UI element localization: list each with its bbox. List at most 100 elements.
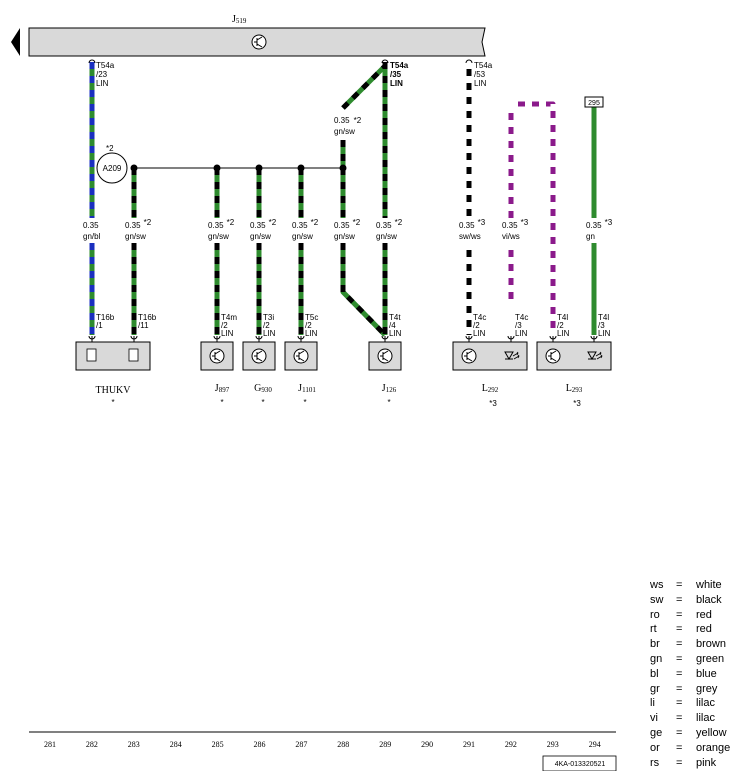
column-number: 287 [295,740,307,749]
pin-cap-icon [213,335,221,342]
svg-text:G930: G930 [254,383,272,394]
legend-code: gn [650,652,663,665]
svg-text:gn/bl: gn/bl [83,232,101,241]
bottom-connector-t16b-1: T16b/1 [96,313,115,330]
svg-text:*: * [261,398,264,407]
svg-text:gn/sw: gn/sw [334,127,355,136]
pin-cap-icon [88,59,96,64]
wire-label-w294: 0.35*3 gn [586,218,613,241]
wire-label-w285: 0.35*2gn/sw [208,218,235,241]
svg-text:0.35*3: 0.35*3 [502,218,529,230]
column-number: 283 [128,740,140,749]
connector-pin-icon [128,348,139,362]
legend-color-name: pink [696,756,717,769]
svg-text:*3: *3 [573,399,581,408]
splice-dot [339,164,347,172]
component-g930 [242,341,276,371]
legend-color-name: red [696,623,712,636]
control-unit-j519-label: J519 [232,14,247,25]
column-number: 294 [589,740,601,749]
svg-text:L293: L293 [566,383,583,394]
wire-label-w286: 0.35*2gn/sw [250,218,277,241]
splice-a209-circle [96,152,128,184]
legend-row: ro=red [650,608,741,623]
svg-text:J1101: J1101 [298,383,316,394]
wire-label-w291: 0.35*3sw/ws [459,218,486,241]
component-name-j897: J897 * [215,383,230,407]
pin-cap-icon [590,335,598,342]
wire-upper-diagonal [341,64,387,110]
legend-row: sw=black [650,593,741,608]
pin-cap-icon [465,335,473,342]
component-thukv [75,341,151,371]
ground-ref-box [584,96,604,108]
wire-288-lower [340,243,387,337]
legend-equals: = [676,652,683,665]
splice-a209-note: *2 [106,144,114,153]
svg-text:*: * [303,398,306,407]
legend-row: ge=yellow [650,726,741,741]
svg-text:0.35*3: 0.35*3 [586,218,613,230]
legend-color-name: lilac [696,712,715,725]
legend-code: ws [650,579,664,591]
legend-equals: = [676,608,683,621]
transistor-icon [461,348,477,364]
legend-equals: = [676,712,683,725]
column-number: 293 [547,740,559,749]
legend-equals: = [676,741,683,754]
column-number: 282 [86,740,98,749]
legend-color-name: blue [696,667,717,680]
pin-cap-icon [507,335,515,342]
svg-text:gn/sw: gn/sw [376,232,397,241]
column-number: 284 [170,740,182,749]
legend-equals: = [676,579,683,591]
legend-color-name: yellow [696,726,727,739]
legend-code: li [650,697,655,710]
wire-label-w292: 0.35*3 vi/ws [502,218,529,241]
transistor-icon [293,348,309,364]
svg-text:0.35*2: 0.35*2 [334,218,361,230]
legend-code: bl [650,667,659,680]
column-number: 286 [254,740,266,749]
legend-row: gn = green [650,652,741,667]
legend-code: ge [650,726,663,739]
component-name-g930: G930 * [254,383,272,407]
legend-color-name: green [696,652,725,665]
svg-text:0.35*3: 0.35*3 [459,218,486,230]
connector-pin-icon [86,348,97,362]
transistor-icon [251,34,267,50]
legend-row: vi=lilac [650,711,741,726]
wire-label-w283: 0.35*2gn/sw [125,218,152,241]
svg-text:T16b/1: T16b/1 [96,313,115,330]
svg-text:gn/sw: gn/sw [208,232,229,241]
wire-label-w289: 0.35*2 gn/sw [376,218,403,241]
legend-row: ws=white [650,578,741,593]
doc-id: 4KA-013320521 [555,761,606,768]
svg-text:*: * [387,398,390,407]
wire-label-w287: 0.35*2gn/sw [292,218,319,241]
legend-color-name: lilac [696,697,715,710]
svg-text:vi/ws: vi/ws [502,232,520,241]
legend-row: li=lilac [650,696,741,711]
pin-cap-icon [130,335,138,342]
legend-code: br [650,638,660,651]
svg-text:J126: J126 [382,383,397,394]
svg-text:gn: gn [586,232,595,241]
legend-row: br=brown [650,637,741,652]
continuation-arrow-icon [11,28,20,56]
svg-text:THUKV: THUKV [96,385,132,396]
legend-color-name: orange [696,741,731,754]
svg-text:gn/sw: gn/sw [292,232,313,241]
pin-cap-icon [381,59,389,64]
doc-id-box [542,755,617,771]
svg-text:0.35*2: 0.35*2 [376,218,403,230]
